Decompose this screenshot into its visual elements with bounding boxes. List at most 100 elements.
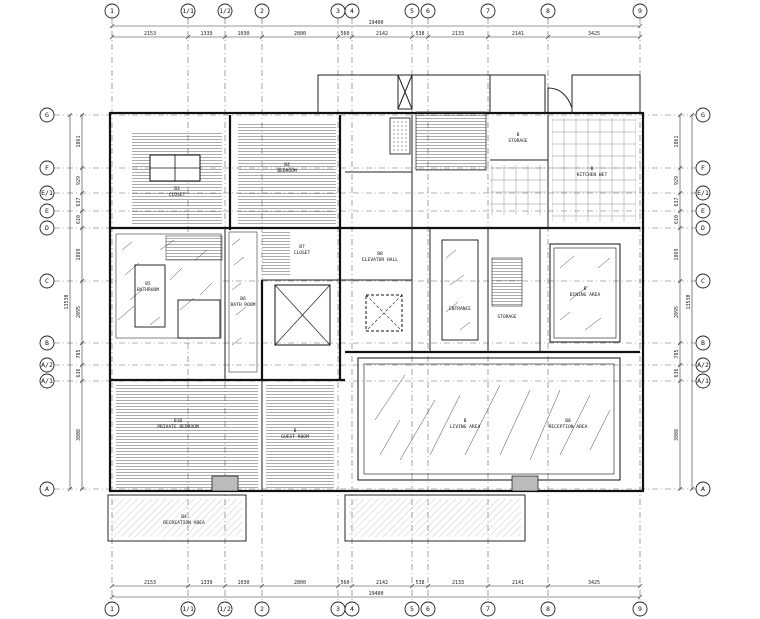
dimension-value: 2141 bbox=[512, 31, 524, 37]
dimension-value: 538 bbox=[415, 580, 424, 586]
room-number: B3 bbox=[174, 186, 180, 192]
room-fills bbox=[107, 111, 636, 542]
room-name: CLOSET bbox=[294, 250, 311, 256]
grid-bubble-col-7: 7 bbox=[480, 3, 496, 19]
room-living: B LIVING AREA bbox=[450, 418, 481, 430]
room-number: B6 bbox=[240, 296, 246, 302]
grid-bubble-col-6: 6 bbox=[420, 3, 436, 19]
dimension-value: 2800 bbox=[294, 31, 306, 37]
grid-bubble-label: D bbox=[45, 224, 49, 232]
room-name: RECEPTION AREA bbox=[549, 424, 588, 430]
grid-bubble-label: B bbox=[45, 339, 49, 347]
room-name: PRIVATE BEDROOM bbox=[157, 424, 199, 430]
dimension-value: 637 bbox=[674, 197, 680, 206]
dimension-total: 19400 bbox=[368, 591, 383, 597]
grid-bubble-row-A-1: A/1 bbox=[39, 373, 55, 389]
room-name: BATH ROOM bbox=[231, 302, 256, 308]
grid-bubble-label: 3 bbox=[336, 605, 340, 613]
room-name: DINING AREA bbox=[570, 292, 601, 298]
dimension-value: 2142 bbox=[376, 580, 388, 586]
dimension-value: 2153 bbox=[144, 580, 156, 586]
room-bedroom: B4 BEDROOM bbox=[277, 162, 297, 174]
room-storage-2: STORAGE bbox=[497, 314, 517, 320]
grid-bubble-col-2: 2 bbox=[254, 601, 270, 617]
room-number: B bbox=[464, 418, 467, 424]
dimension-value: 2142 bbox=[376, 31, 388, 37]
grid-bubble-label: E/1 bbox=[41, 189, 53, 197]
grid-bubble-row-A-2: A/2 bbox=[695, 357, 711, 373]
room-name: ELEVATOR HALL bbox=[362, 257, 398, 263]
grid-bubble-row-E: E bbox=[39, 203, 55, 219]
grid-bubble-row-A: A bbox=[695, 481, 711, 497]
dimension-value: 3808 bbox=[76, 429, 82, 441]
grid-bubble-row-C: C bbox=[695, 273, 711, 289]
dimension-value: 1339 bbox=[200, 580, 212, 586]
grid-bubble-row-B: B bbox=[39, 335, 55, 351]
room-number: B5 bbox=[145, 281, 151, 287]
grid-bubble-label: 9 bbox=[638, 7, 642, 15]
grid-bubble-col-9: 9 bbox=[632, 601, 648, 617]
dimension-value: 1861 bbox=[674, 135, 680, 147]
grid-bubble-label: 7 bbox=[486, 605, 490, 613]
room-name: STORAGE bbox=[497, 314, 517, 320]
grid-bubble-label: G bbox=[45, 111, 49, 119]
dimension-value: 2095 bbox=[674, 306, 680, 318]
grid-bubble-label: 3 bbox=[336, 7, 340, 15]
grid-bubble-label: 6 bbox=[426, 605, 430, 613]
grid-bubble-label: F bbox=[701, 164, 705, 172]
grid-bubble-col-8: 8 bbox=[540, 601, 556, 617]
grid-bubble-label: 8 bbox=[546, 605, 550, 613]
grid-bubble-col-1-1: 1/1 bbox=[180, 3, 196, 19]
room-name: LIVING AREA bbox=[450, 424, 481, 430]
dimension-value: 2141 bbox=[512, 580, 524, 586]
room-storage: B STORAGE bbox=[508, 132, 528, 144]
grid-bubble-row-A-1: A/1 bbox=[695, 373, 711, 389]
room-bath-guest: B6 BATH ROOM bbox=[231, 296, 256, 308]
room-bath-master: B5 BATHROOM bbox=[137, 281, 159, 293]
room-name: BATHROOM bbox=[137, 287, 159, 293]
grid-bubble-col-1-1: 1/1 bbox=[180, 601, 196, 617]
room-name: STORAGE bbox=[508, 138, 528, 144]
grid-bubble-col-5: 5 bbox=[404, 601, 420, 617]
room-closet-mid: B7 CLOSET bbox=[294, 244, 311, 256]
grid-bubble-label: 1/1 bbox=[182, 7, 194, 15]
room-private-bedroom: B1B PRIVATE BEDROOM bbox=[157, 418, 199, 430]
dimension-value: 1030 bbox=[237, 31, 249, 37]
room-guest-room: B GUEST ROOM bbox=[281, 428, 309, 440]
grid-bubble-row-G: G bbox=[39, 107, 55, 123]
grid-bubble-row-B: B bbox=[695, 335, 711, 351]
room-name: ENTRANCE bbox=[449, 306, 471, 312]
grid-bubble-col-5: 5 bbox=[404, 3, 420, 19]
room-number: B8 bbox=[565, 418, 571, 424]
dimension-value: 636 bbox=[674, 368, 680, 377]
room-number: B4 bbox=[284, 162, 290, 168]
walls bbox=[108, 74, 645, 493]
grid-bubble-col-2: 2 bbox=[254, 3, 270, 19]
grid-bubble-row-F: F bbox=[695, 160, 711, 176]
dimension-value: 636 bbox=[76, 368, 82, 377]
room-labels: B3 CLOSET B4 BEDROOM B5 BATHROOM B6 BATH… bbox=[137, 132, 608, 526]
grid-bubble-label: E/1 bbox=[697, 189, 709, 197]
dimension-value: 2800 bbox=[294, 580, 306, 586]
grid-bubble-label: B bbox=[701, 339, 705, 347]
grid-bubble-row-A-2: A/2 bbox=[39, 357, 55, 373]
room-entrance: ENTRANCE bbox=[449, 306, 471, 312]
grid-bubble-label: G bbox=[701, 111, 705, 119]
grid-bubble-label: 4 bbox=[350, 605, 354, 613]
grid-bubble-label: 1/2 bbox=[219, 7, 231, 15]
grid-bubble-label: 6 bbox=[426, 7, 430, 15]
grid-bubble-row-F: F bbox=[39, 160, 55, 176]
dimension-value: 785 bbox=[76, 349, 82, 358]
room-name: BEDROOM bbox=[277, 168, 297, 174]
dimension-value: 3425 bbox=[588, 31, 600, 37]
grid-bubble-row-D: D bbox=[695, 220, 711, 236]
dimension-value: 2095 bbox=[76, 306, 82, 318]
grid-bubble-row-A: A bbox=[39, 481, 55, 497]
grid-bubble-label: 2 bbox=[260, 605, 264, 613]
dimension-total: 13530 bbox=[686, 294, 692, 309]
grid-bubble-label: A bbox=[45, 485, 49, 493]
grid-bubble-label: A/1 bbox=[697, 377, 709, 385]
dimension-value: 560 bbox=[340, 580, 349, 586]
dimension-value: 785 bbox=[674, 349, 680, 358]
